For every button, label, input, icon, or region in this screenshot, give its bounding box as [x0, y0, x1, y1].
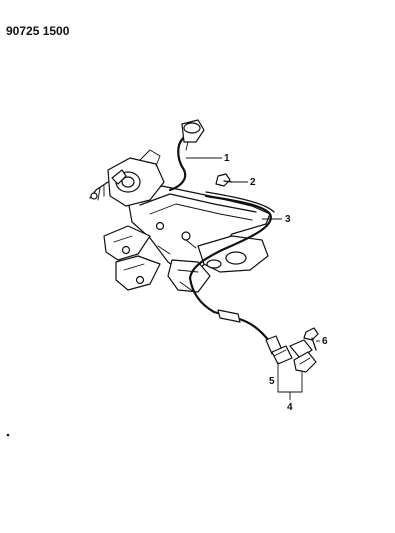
- connector-drawing: [265, 335, 317, 373]
- screw-drawing: [303, 327, 319, 351]
- callout-4: 4: [287, 402, 293, 413]
- callout-6: 6: [322, 336, 328, 347]
- callout-5: 5: [269, 376, 275, 387]
- diagram-part-number: 90725 1500: [6, 24, 70, 38]
- stray-mark: [6, 433, 10, 437]
- harness-drawing: [188, 191, 275, 344]
- callout-2: 2: [250, 177, 256, 188]
- bolt-drawing: [215, 173, 233, 187]
- intake-manifold-drawing: [89, 149, 271, 293]
- sensor-hose-drawing: [168, 119, 205, 192]
- leader-lines: [186, 157, 320, 400]
- callout-labels: 1 2 3 6 5 4: [224, 153, 328, 413]
- callout-1: 1: [224, 153, 230, 164]
- callout-3: 3: [285, 214, 291, 225]
